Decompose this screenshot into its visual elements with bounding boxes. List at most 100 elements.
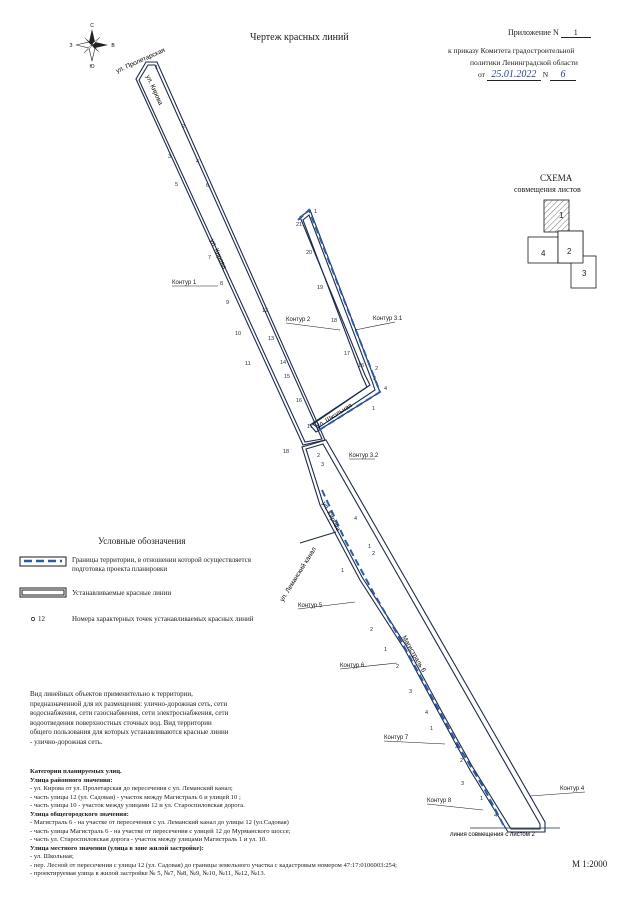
svg-text:4: 4 (354, 516, 357, 522)
street-label-lemansky: ул. Леманский канал (278, 545, 318, 603)
svg-text:10: 10 (235, 331, 241, 337)
contour-4-label: Контур 4 (560, 786, 585, 792)
scheme-subtitle: совмещения листов (514, 185, 581, 194)
categories-block: Категории планируемых улиц. Улица районн… (30, 768, 397, 879)
contour-labels: Контур 1 Контур 2 Контур 3.1 Контур 3.2 … (172, 280, 585, 804)
svg-text:3: 3 (168, 154, 171, 160)
svg-text:4: 4 (196, 159, 199, 165)
contour-1-point-numbers: 1 2 3 4 5 6 7 8 9 10 11 12 13 14 15 16 1… (155, 65, 313, 455)
svg-text:1: 1 (430, 726, 433, 732)
legend-heading: Условные обозначения (98, 536, 186, 546)
svg-text:20: 20 (306, 250, 312, 256)
contour-5-label: Контур 5 (298, 603, 323, 609)
contour-3-2-label: Контур 3.2 (349, 453, 379, 459)
sheet-2-label: 2 (567, 247, 572, 256)
appendix-label-text: Приложение N (508, 28, 559, 37)
city-item: - часть улицы Магистраль 6 - на участке … (30, 827, 291, 835)
contour-7-label: Контур 7 (384, 735, 409, 741)
svg-text:17: 17 (344, 351, 350, 357)
legend-item-3: Номера характерных точек устанавливаемых… (72, 615, 254, 623)
street-label-kirova-2: ул. Кирова (208, 238, 228, 271)
svg-text:13: 13 (268, 336, 274, 342)
svg-text:14: 14 (280, 360, 286, 366)
scheme-title: СХЕМА (540, 173, 573, 183)
appendix-number: 1 (560, 28, 591, 38)
order-from: от (478, 70, 485, 79)
svg-text:5: 5 (175, 182, 178, 188)
svg-text:4: 4 (494, 813, 497, 819)
district-item: - часть улицы 12 (ул. Садовая) - участок… (30, 793, 241, 801)
svg-text:17: 17 (307, 424, 313, 430)
svg-text:7: 7 (208, 255, 211, 261)
sheet-1-label: 1 (559, 211, 564, 220)
street-label-shkolnaya: ул. Школьная (315, 402, 354, 430)
street-label-kirova-3: ул. Кирова (320, 501, 341, 533)
svg-text:18: 18 (331, 318, 337, 324)
local-heading: Улица местного значения (улица в зоне жи… (30, 844, 204, 852)
compass-e: В (111, 43, 115, 49)
city-item: - Магистраль 6 - на участке от пересечен… (30, 819, 289, 826)
svg-text:1: 1 (341, 568, 344, 574)
svg-text:18: 18 (283, 449, 289, 455)
district-item: - часть улицы 10 - участок между улицами… (30, 802, 245, 809)
scale-label: М 1:2000 (572, 859, 608, 869)
compass-s: Ю (89, 64, 94, 70)
svg-text:15: 15 (284, 374, 290, 380)
compass-n: С (90, 23, 94, 29)
svg-text:1: 1 (372, 406, 375, 412)
svg-text:4: 4 (384, 386, 387, 392)
svg-text:2: 2 (370, 627, 373, 633)
city-item: - часть ул. Староспиловская дорога - уча… (30, 836, 267, 843)
sheet-scheme: 1 2 3 4 (527, 199, 597, 289)
legend-item-1-line-2: подготовка проекта планировки (72, 565, 168, 573)
svg-text:1: 1 (480, 796, 483, 802)
contour-3-1-boundary (297, 208, 382, 433)
legend-symbols (19, 556, 67, 621)
description-paragraph: Вид линейных объектов применительно к те… (30, 690, 229, 746)
svg-text:21: 21 (296, 222, 302, 228)
contour-3-2-red-lines (301, 439, 546, 833)
contour-1-label: Контур 1 (172, 280, 197, 286)
city-heading: Улица общегородского значения: (30, 810, 129, 818)
order-number: 6 (549, 69, 576, 81)
compass-rose-icon: С Ю З В (69, 23, 115, 70)
sheet-4-label: 4 (541, 249, 546, 258)
svg-text:2: 2 (372, 551, 375, 557)
legend-point-marker: 12 (38, 615, 45, 623)
svg-text:1: 1 (314, 209, 317, 215)
contour-2-red-lines (299, 209, 381, 433)
appendix-label: Приложение N 1 (508, 28, 591, 38)
svg-text:2: 2 (375, 366, 378, 372)
compass-w: З (69, 43, 72, 49)
svg-text:3: 3 (409, 689, 412, 695)
svg-text:8: 8 (220, 281, 223, 287)
contour-8-label: Контур 8 (427, 798, 452, 804)
sheet-join-label: линия совмещения с листом 2 (450, 832, 536, 838)
svg-text:2: 2 (396, 664, 399, 670)
order-date: 25.01.2022 (486, 69, 541, 81)
svg-text:2: 2 (317, 453, 320, 459)
svg-text:1: 1 (368, 544, 371, 550)
order-line-3: от 25.01.2022 N 6 (478, 69, 576, 81)
svg-text:4: 4 (425, 710, 428, 716)
svg-text:1: 1 (384, 647, 387, 653)
svg-text:12: 12 (262, 308, 268, 314)
svg-text:1: 1 (155, 65, 158, 71)
svg-text:16: 16 (358, 363, 364, 369)
local-item: - ул. Школьная; (30, 853, 74, 860)
contour-2-point-numbers: 1 21 20 19 18 17 16 2 3 4 1 3 2 4 1 2 1 … (296, 209, 497, 819)
svg-text:2: 2 (182, 124, 185, 130)
legend-item-1-line-1: Границы территории, в отношении которой … (72, 556, 251, 564)
svg-text:3: 3 (461, 781, 464, 787)
svg-text:3: 3 (373, 376, 376, 382)
order-line-1: к приказу Комитета градостроительной (448, 46, 575, 55)
contour-6-label: Контур 6 (340, 663, 365, 669)
svg-text:2: 2 (455, 744, 458, 750)
svg-text:11: 11 (245, 361, 251, 367)
svg-text:19: 19 (317, 285, 323, 291)
district-heading: Улица районного значения: (30, 776, 113, 784)
svg-text:6: 6 (206, 183, 209, 189)
local-item: - пер. Лесной от пересечения с улицы 12 … (30, 861, 397, 869)
categories-heading: Категории планируемых улиц. (30, 768, 122, 775)
lemansky-canal-line (299, 531, 337, 544)
